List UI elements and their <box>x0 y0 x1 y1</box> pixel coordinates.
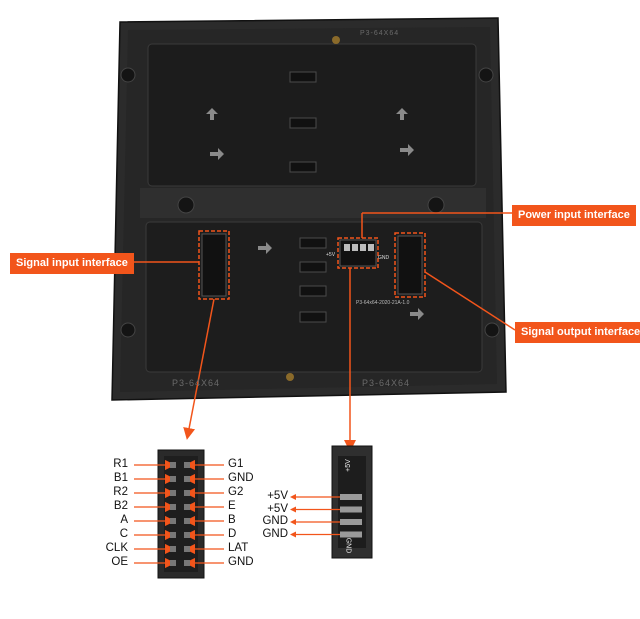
power-input-callout: Power input interface <box>512 205 636 226</box>
power-pin-label: +5V <box>248 490 288 503</box>
power-pin-label: GND <box>248 515 288 528</box>
hub75-pin <box>170 462 176 468</box>
hub75-right-pin-label: LAT <box>228 542 248 555</box>
power-pin-arrow <box>290 494 296 500</box>
driver-chip <box>300 286 326 296</box>
driver-chip <box>300 312 326 322</box>
board-mold-text-left: P3-64X64 <box>172 378 220 388</box>
hub75-right-pin-label: D <box>228 528 236 541</box>
hub75-pin <box>170 504 176 510</box>
driver-chip <box>300 238 326 248</box>
driver-chip <box>300 262 326 272</box>
driver-chip <box>290 162 316 172</box>
power-plus5v-mark: +5V <box>345 459 352 472</box>
hub75-left-pin-label: B2 <box>88 500 128 513</box>
hub75-pin <box>184 490 190 496</box>
board-mold-text-right: P3-64X64 <box>362 378 410 388</box>
board-signal-output-header <box>395 233 425 297</box>
hub75-pin <box>184 560 190 566</box>
hub75-left-pin-label: CLK <box>88 542 128 555</box>
power-pin <box>340 494 362 500</box>
hub75-pin <box>184 532 190 538</box>
hub75-right-pin-label: E <box>228 500 236 513</box>
board-signal-input-header <box>199 231 229 299</box>
board-plus5v-mark: +5V <box>326 252 335 258</box>
power-pin <box>340 507 362 513</box>
board-mold-text-top: P3-64X64 <box>360 30 399 37</box>
power-pin-arrow <box>290 519 296 525</box>
signal-output-callout: Signal output interface <box>515 322 640 343</box>
hub75-right-pin-label: GND <box>228 472 254 485</box>
hub75-right-pin-label: B <box>228 514 236 527</box>
power-pin-arrow <box>290 532 296 538</box>
hub75-pin <box>184 462 190 468</box>
hub75-right-pin-label: G1 <box>228 458 243 471</box>
power-pin-label: GND <box>248 528 288 541</box>
hub75-right-pin-label: GND <box>228 556 254 569</box>
hub75-pin <box>184 546 190 552</box>
power-gnd-mark: GND <box>344 538 351 554</box>
hub75-left-pin-label: R2 <box>88 486 128 499</box>
power-pin <box>340 532 362 538</box>
board-silkscreen: P3-64x64-2020-21A-1.0 <box>356 300 409 306</box>
hub75-left-pin-label: A <box>88 514 128 527</box>
driver-chip <box>290 72 316 82</box>
signal-input-callout: Signal input interface <box>10 253 134 274</box>
hub75-pin <box>184 504 190 510</box>
hub75-pin <box>170 518 176 524</box>
hub75-left-pin-label: R1 <box>88 458 128 471</box>
driver-chip <box>290 118 316 128</box>
power-pin <box>340 519 362 525</box>
power-connector <box>332 446 372 558</box>
hub75-pin <box>170 560 176 566</box>
hub75-pin <box>170 532 176 538</box>
power-pin-arrow <box>290 507 296 513</box>
hub75-connector <box>158 450 204 578</box>
hub75-pin <box>170 490 176 496</box>
power-pin-label: +5V <box>248 503 288 516</box>
hub75-right-pin-label: G2 <box>228 486 243 499</box>
hub75-left-pin-label: B1 <box>88 472 128 485</box>
board-power-header <box>338 238 378 268</box>
hub75-pin <box>170 546 176 552</box>
hub75-pin <box>170 476 176 482</box>
hub75-left-pin-label: C <box>88 528 128 541</box>
hub75-left-pin-label: OE <box>88 556 128 569</box>
hub75-pin <box>184 476 190 482</box>
hub75-pin <box>184 518 190 524</box>
board-gnd-mark: GND <box>378 255 389 261</box>
